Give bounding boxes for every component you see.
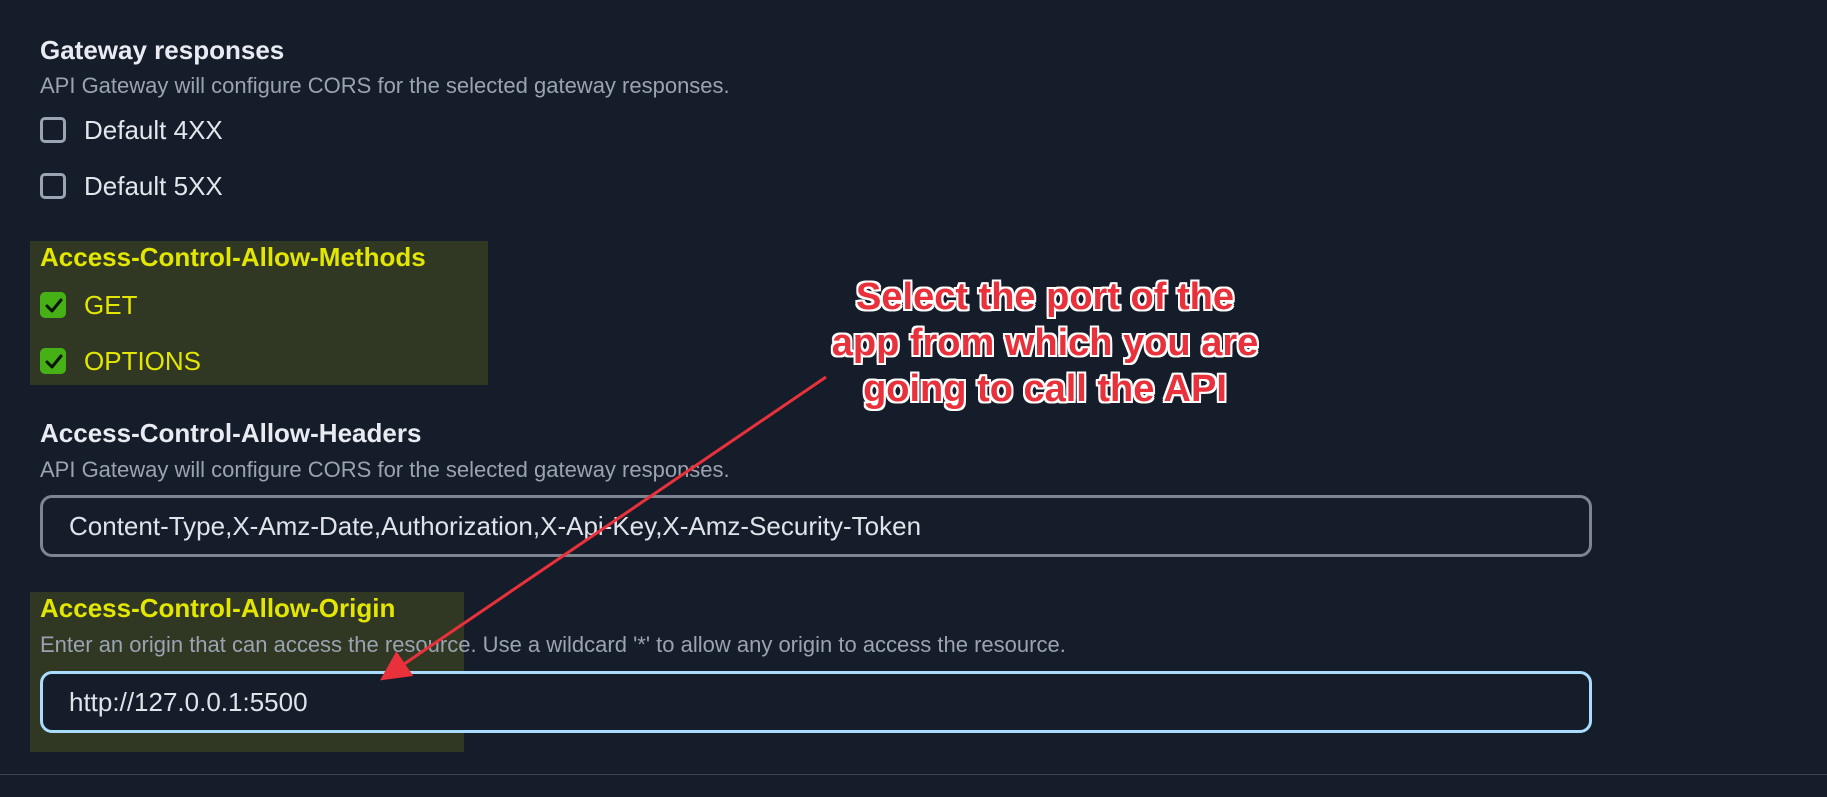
allow-methods-title: Access-Control-Allow-Methods	[40, 242, 426, 272]
section-divider	[0, 774, 1827, 775]
checkmark-icon	[45, 298, 63, 313]
default-4xx-option[interactable]: Default 4XX	[40, 113, 223, 147]
allow-headers-input[interactable]: Content-Type,X-Amz-Date,Authorization,X-…	[40, 495, 1592, 557]
method-options-option[interactable]: OPTIONS	[40, 344, 201, 378]
default-5xx-label: Default 5XX	[84, 170, 223, 201]
method-get-label: GET	[84, 289, 138, 320]
default-4xx-checkbox[interactable]	[40, 117, 66, 143]
gateway-responses-description: API Gateway will configure CORS for the …	[40, 73, 730, 98]
checkmark-icon	[45, 354, 63, 369]
default-5xx-option[interactable]: Default 5XX	[40, 169, 223, 203]
allow-headers-description: API Gateway will configure CORS for the …	[40, 457, 730, 482]
method-options-label: OPTIONS	[84, 345, 202, 376]
method-get-option[interactable]: GET	[40, 288, 137, 322]
allow-origin-description: Enter an origin that can access the reso…	[40, 632, 1066, 657]
default-5xx-checkbox[interactable]	[40, 173, 66, 199]
allow-origin-input[interactable]: http://127.0.0.1:5500	[40, 671, 1592, 733]
gateway-responses-title: Gateway responses	[40, 35, 285, 65]
allow-origin-title: Access-Control-Allow-Origin	[40, 593, 396, 623]
default-4xx-label: Default 4XX	[84, 114, 223, 145]
method-options-checkbox[interactable]	[40, 348, 66, 374]
annotation-callout: Select the port of the app from which yo…	[831, 276, 1259, 410]
methods-highlight	[30, 241, 488, 385]
allow-headers-title: Access-Control-Allow-Headers	[40, 418, 422, 448]
method-get-checkbox[interactable]	[40, 292, 66, 318]
